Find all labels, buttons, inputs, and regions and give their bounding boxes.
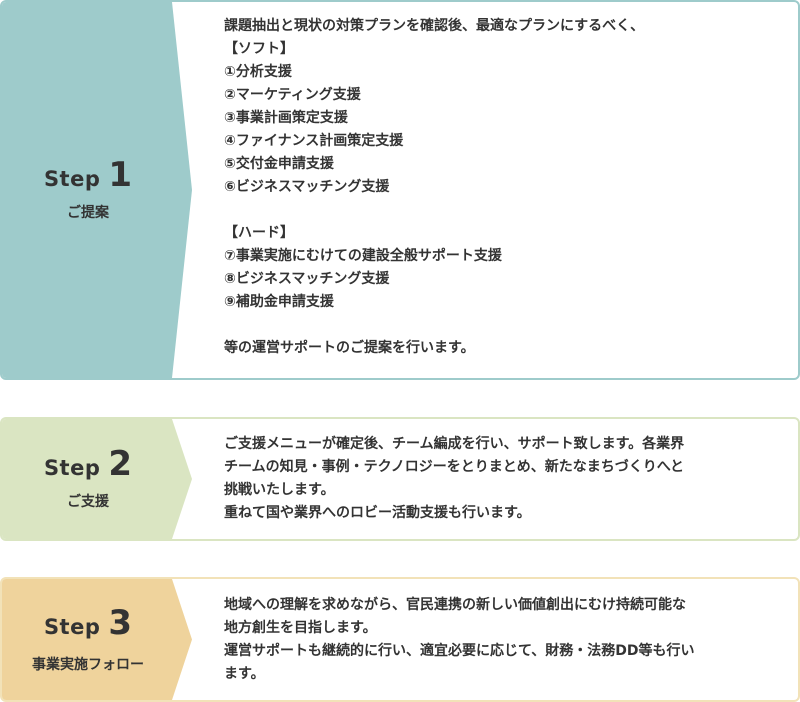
step-1-description: 課題抽出と現状の対策プランを確認後、最適なプランにするべく、【ソフト】 ①分析支援… xyxy=(224,2,778,378)
step-1-label: ご提案 xyxy=(67,205,109,221)
description-line: ⑨補助金申請支援 xyxy=(224,294,334,310)
description-line: 運営サポートも継続的に行い、適宜必要に応じて、財務・法務DD等も行い xyxy=(224,642,695,659)
step-2-tab: Step 2 ご支援 xyxy=(2,419,192,539)
step-number: 1 xyxy=(108,155,133,195)
step-3-label: 事業実施フォロー xyxy=(32,656,144,673)
step-3-tab: Step 3 事業実施フォロー xyxy=(2,579,192,700)
description-line: 重ねて国や業界へのロビー活動支援も行います。 xyxy=(224,505,531,521)
step-word: Step xyxy=(43,167,101,191)
description-line: チームの知見・事例・テクノロジーをとりまとめ、新たなまちづくりへと xyxy=(224,459,685,475)
description-line: ⑧ビジネスマッチング支援 xyxy=(224,271,390,287)
description-line: 地域への理解を求めながら、官民連携の新しい価値創出にむけ持続可能な xyxy=(224,596,686,613)
description-line: 地方創生を目指します。 xyxy=(224,619,377,636)
description-line: ③事業計画策定支援 xyxy=(224,110,348,126)
step-3-heading: Step 3 xyxy=(44,606,132,640)
description-line: ご支援メニューが確定後、チーム編成を行い、サポート致します。各業界 xyxy=(224,436,685,452)
step-word: Step xyxy=(43,614,101,639)
step-number: 3 xyxy=(108,602,133,643)
description-line: 挑戦いたします。 xyxy=(224,482,335,498)
step-3-card: Step 3 事業実施フォロー 地域への理解を求めながら、官民連携の新しい価値創… xyxy=(0,577,800,702)
step-1-heading: Step 1 xyxy=(44,158,132,192)
description-line: ます。 xyxy=(224,665,265,682)
description-line: ④ファイナンス計画策定支援 xyxy=(224,133,404,149)
description-line: ①分析支援 xyxy=(224,64,292,80)
description-line: ⑦事業実施にむけての建設全般サポート支援 xyxy=(224,248,502,264)
step-number: 2 xyxy=(108,444,133,484)
description-line: ⑥ビジネスマッチング支援 xyxy=(224,179,390,195)
step-3-description: 地域への理解を求めながら、官民連携の新しい価値創出にむけ持続可能な地方創生を目指… xyxy=(224,579,778,700)
step-2-heading: Step 2 xyxy=(44,447,132,481)
step-2-description: ご支援メニューが確定後、チーム編成を行い、サポート致します。各業界チームの知見・… xyxy=(224,419,778,539)
description-line: 【ソフト】 xyxy=(224,41,294,57)
step-2-card: Step 2 ご支援 ご支援メニューが確定後、チーム編成を行い、サポート致します… xyxy=(0,417,800,541)
blank-line xyxy=(224,199,778,222)
description-line: ②マーケティング支援 xyxy=(224,87,361,103)
step-2-label: ご支援 xyxy=(67,494,109,510)
description-line: 【ハード】 xyxy=(224,225,294,241)
description-line: 等の運営サポートのご提案を行います。 xyxy=(224,340,475,356)
step-1-tab: Step 1 ご提案 xyxy=(2,2,192,378)
description-line: 課題抽出と現状の対策プランを確認後、最適なプランにするべく、 xyxy=(224,18,645,34)
blank-line xyxy=(224,314,778,337)
step-1-card: Step 1 ご提案 課題抽出と現状の対策プランを確認後、最適なプランにするべく… xyxy=(0,0,800,380)
step-word: Step xyxy=(43,456,101,480)
description-line: ⑤交付金申請支援 xyxy=(224,156,334,172)
